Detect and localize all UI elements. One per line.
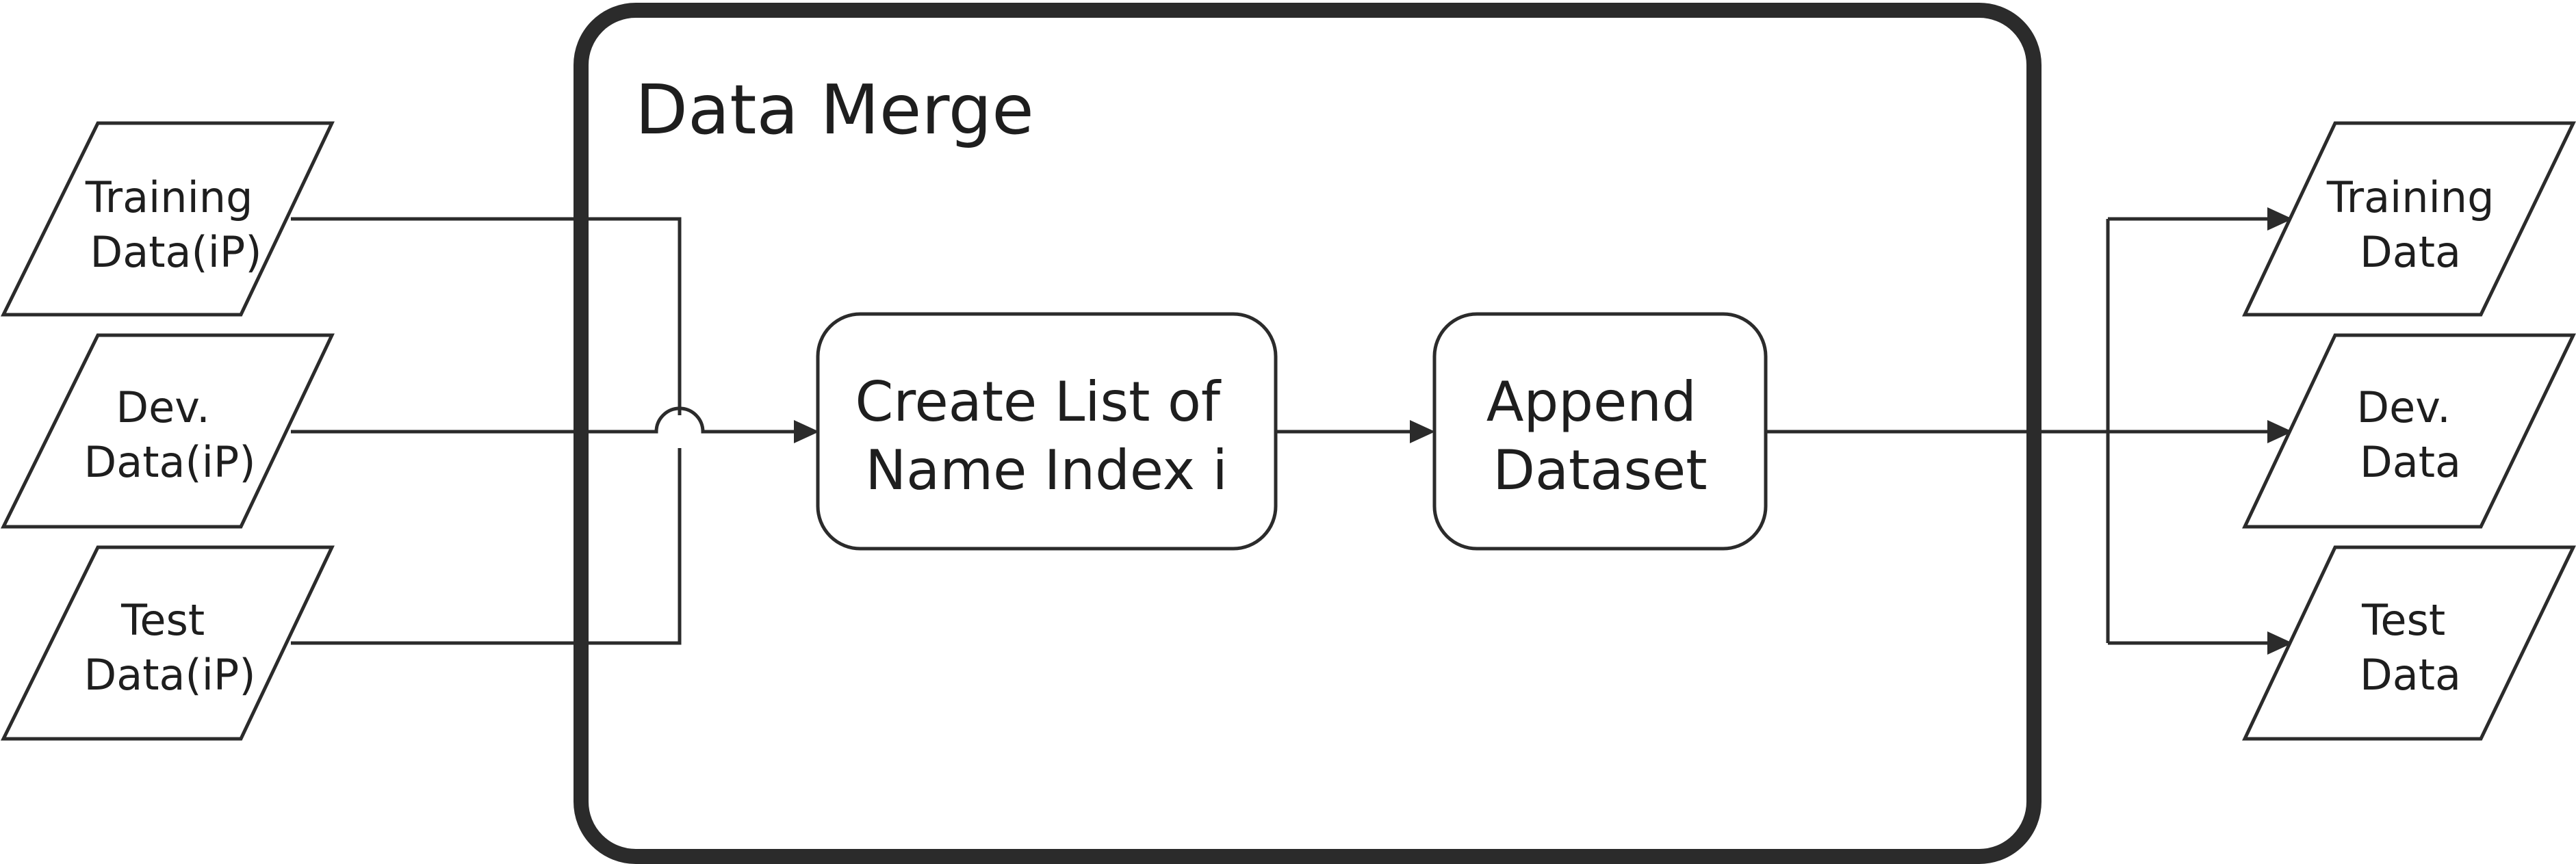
output-dev-data: Dev. Data bbox=[2242, 333, 2576, 529]
output-training-data: Training Data bbox=[2242, 121, 2576, 317]
output-test-data: Test Data bbox=[2242, 545, 2576, 741]
input-label-line2: Data(iP) bbox=[83, 437, 255, 487]
process-label-line2: Dataset bbox=[1493, 438, 1707, 502]
input-dev-data: Dev. Data(iP) bbox=[0, 333, 335, 529]
arrow-into-create-list bbox=[794, 420, 819, 443]
output-label: Training Data bbox=[2326, 172, 2508, 277]
input-label: Dev. Data(iP) bbox=[83, 382, 255, 487]
output-label-line1: Training bbox=[2326, 172, 2495, 222]
input-training-data: Training Data(iP) bbox=[0, 121, 335, 317]
input-parallelogram bbox=[0, 121, 335, 317]
arrow-into-dev-output bbox=[2267, 420, 2293, 443]
output-parallelogram bbox=[2242, 121, 2576, 317]
arrow-into-append bbox=[1410, 420, 1435, 443]
input-label-line1: Dev. bbox=[116, 382, 209, 432]
input-parallelogram bbox=[0, 333, 335, 529]
diagram-title: Data Merge bbox=[635, 70, 1034, 150]
input-label: Training Data(iP) bbox=[85, 172, 266, 277]
input-label-line2: Data(iP) bbox=[83, 650, 255, 700]
test-input-line bbox=[291, 448, 682, 645]
output-label-line1: Dev. bbox=[2356, 382, 2450, 432]
output-label-line2: Data bbox=[2360, 227, 2461, 277]
arrow-into-test-output bbox=[2267, 631, 2293, 655]
process-label: Create List of Name Index i bbox=[855, 370, 1237, 502]
output-parallelogram bbox=[2242, 333, 2576, 529]
dev-input-line bbox=[291, 406, 795, 434]
input-connectors bbox=[291, 217, 819, 645]
process-create-list: Create List of Name Index i bbox=[816, 312, 1278, 551]
output-label-line1: Test bbox=[2361, 595, 2445, 645]
input-label: Test Data(iP) bbox=[83, 595, 255, 700]
output-label-line2: Data bbox=[2360, 437, 2461, 487]
output-parallelogram bbox=[2242, 545, 2576, 741]
output-label: Test Data bbox=[2360, 595, 2461, 700]
process-label-line2: Name Index i bbox=[865, 438, 1227, 502]
arrow-into-training-output bbox=[2267, 207, 2293, 231]
input-label-line1: Training bbox=[85, 172, 253, 222]
process-append-dataset: Append Dataset bbox=[1432, 312, 1768, 551]
input-test-data: Test Data(iP) bbox=[0, 545, 335, 741]
process-label-line1: Append bbox=[1486, 370, 1697, 434]
training-input-line bbox=[291, 217, 682, 415]
process-label-line1: Create List of bbox=[855, 370, 1221, 434]
output-label-line2: Data bbox=[2360, 650, 2461, 700]
input-label-line2: Data(iP) bbox=[90, 227, 261, 277]
output-connectors bbox=[1766, 207, 2293, 655]
output-label: Dev. Data bbox=[2356, 382, 2464, 487]
process-box bbox=[816, 312, 1278, 551]
process-box bbox=[1432, 312, 1768, 551]
process-label: Append Dataset bbox=[1486, 370, 1714, 502]
input-label-line1: Test bbox=[120, 595, 205, 645]
input-parallelogram bbox=[0, 545, 335, 741]
